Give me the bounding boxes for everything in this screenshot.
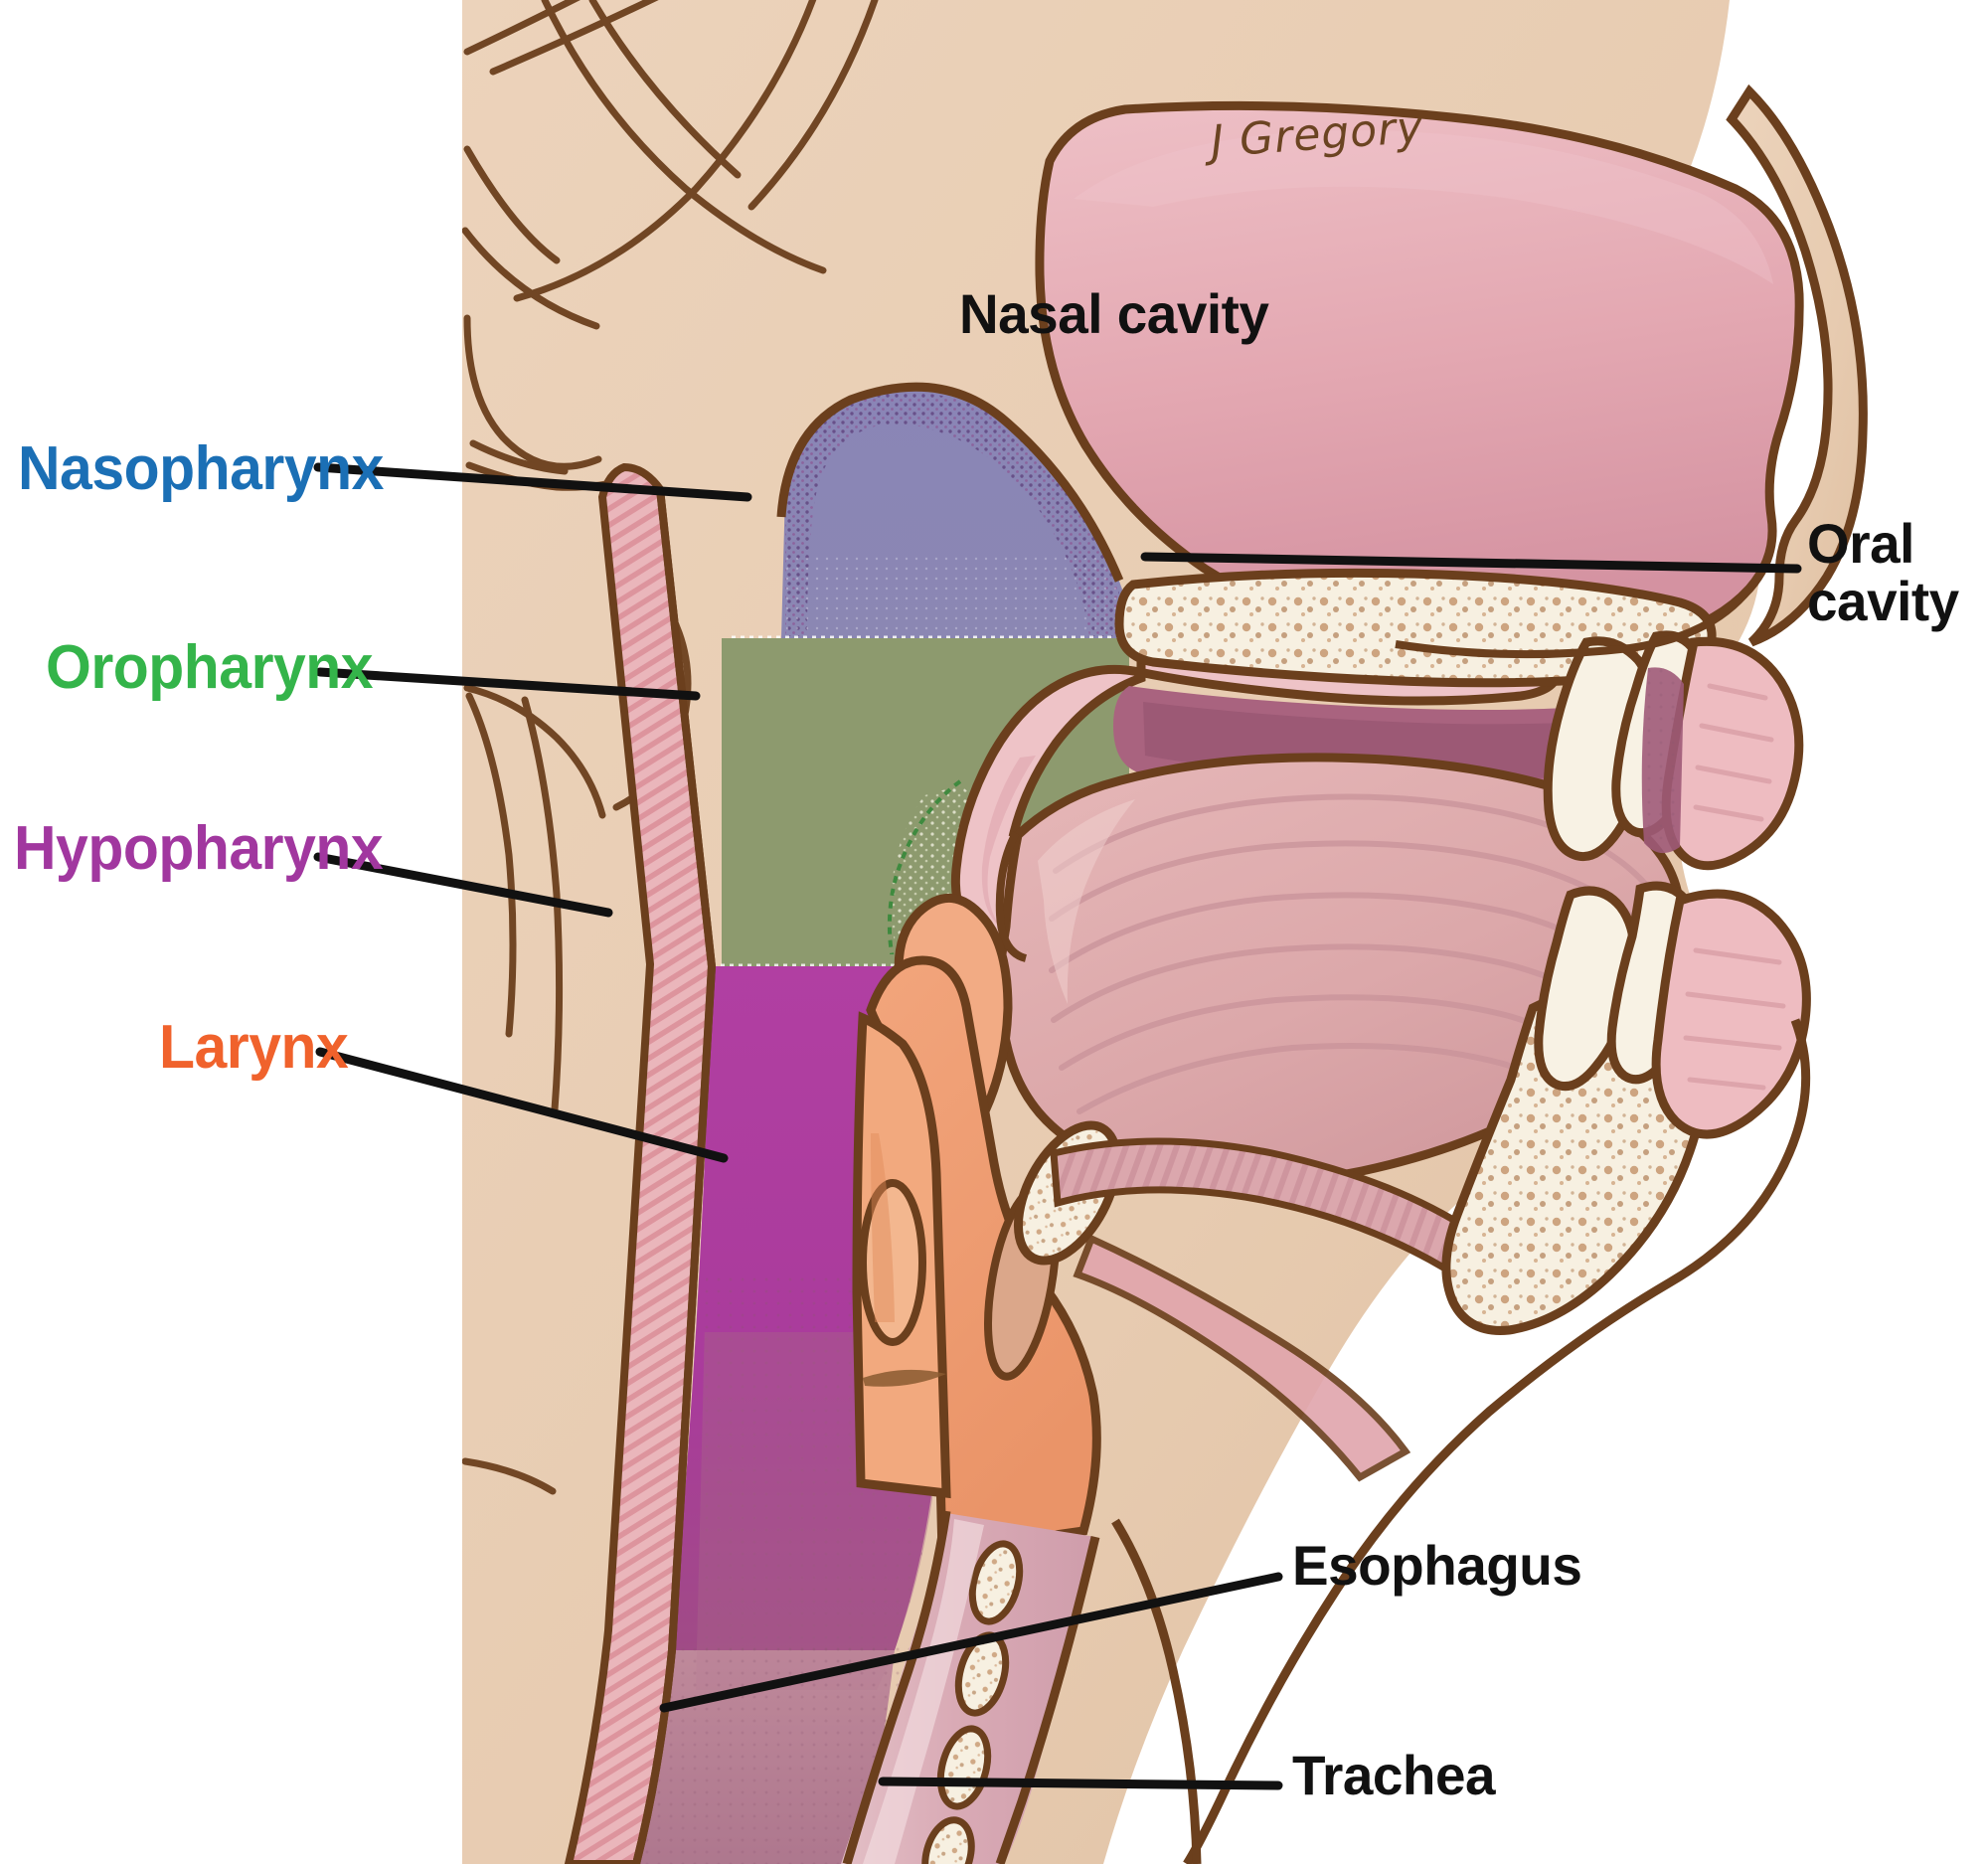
label-larynx: Larynx — [159, 1013, 349, 1082]
label-nasal-cavity: Nasal cavity — [959, 282, 1269, 345]
leader-oropharynx — [315, 667, 701, 701]
leader-larynx — [315, 1047, 729, 1163]
leader-oral-cavity — [1140, 552, 1802, 574]
label-hypopharynx: Hypopharynx — [14, 814, 384, 883]
larynx-inner-shading — [871, 1133, 895, 1322]
vallecula-fold — [995, 831, 1028, 962]
chin-skin-outline — [1183, 1018, 1811, 1864]
nasal-septum-outline — [1395, 586, 1753, 659]
arytenoid-cartilage — [859, 1179, 926, 1346]
nasal-cavity-region — [1035, 100, 1804, 655]
trachea-posterior-wall — [842, 1510, 951, 1864]
lip-texture — [1683, 683, 1786, 1091]
gingiva-band-dots — [1641, 667, 1684, 854]
skull-contour-lines — [462, 0, 879, 1495]
tracheal-cartilage-rings — [921, 1540, 1024, 1864]
nasopharynx-outline — [776, 382, 1124, 583]
suprahyoid-muscles — [1073, 1234, 1411, 1482]
trachea-anterior-wall — [995, 1535, 1100, 1864]
laryngeal-prominence-line — [863, 1369, 946, 1387]
nasal-cavity-shading — [1074, 130, 1773, 284]
label-oral-cavity: Oral cavity — [1807, 512, 1959, 633]
nose-skin-bump — [1726, 84, 1868, 647]
label-trachea: Trachea — [1292, 1744, 1496, 1806]
figure-body — [462, 0, 1868, 1864]
lower-lip — [1651, 889, 1811, 1139]
leader-trachea — [878, 1777, 1283, 1790]
leader-nasopharynx — [313, 462, 752, 502]
pharyngeal-muscle-wall-inner-edge — [632, 488, 717, 1864]
leader-esophagus — [659, 1572, 1283, 1713]
label-esophagus: Esophagus — [1292, 1534, 1582, 1597]
neck-skin-outline — [1111, 1518, 1202, 1864]
leader-hypopharynx — [313, 852, 613, 918]
tongue-tip-highlight — [1038, 799, 1135, 1004]
label-oropharynx: Oropharynx — [46, 633, 374, 702]
leader-lines — [313, 462, 1802, 1790]
label-nasopharynx: Nasopharynx — [18, 434, 384, 503]
uvula-shading — [981, 756, 1036, 927]
